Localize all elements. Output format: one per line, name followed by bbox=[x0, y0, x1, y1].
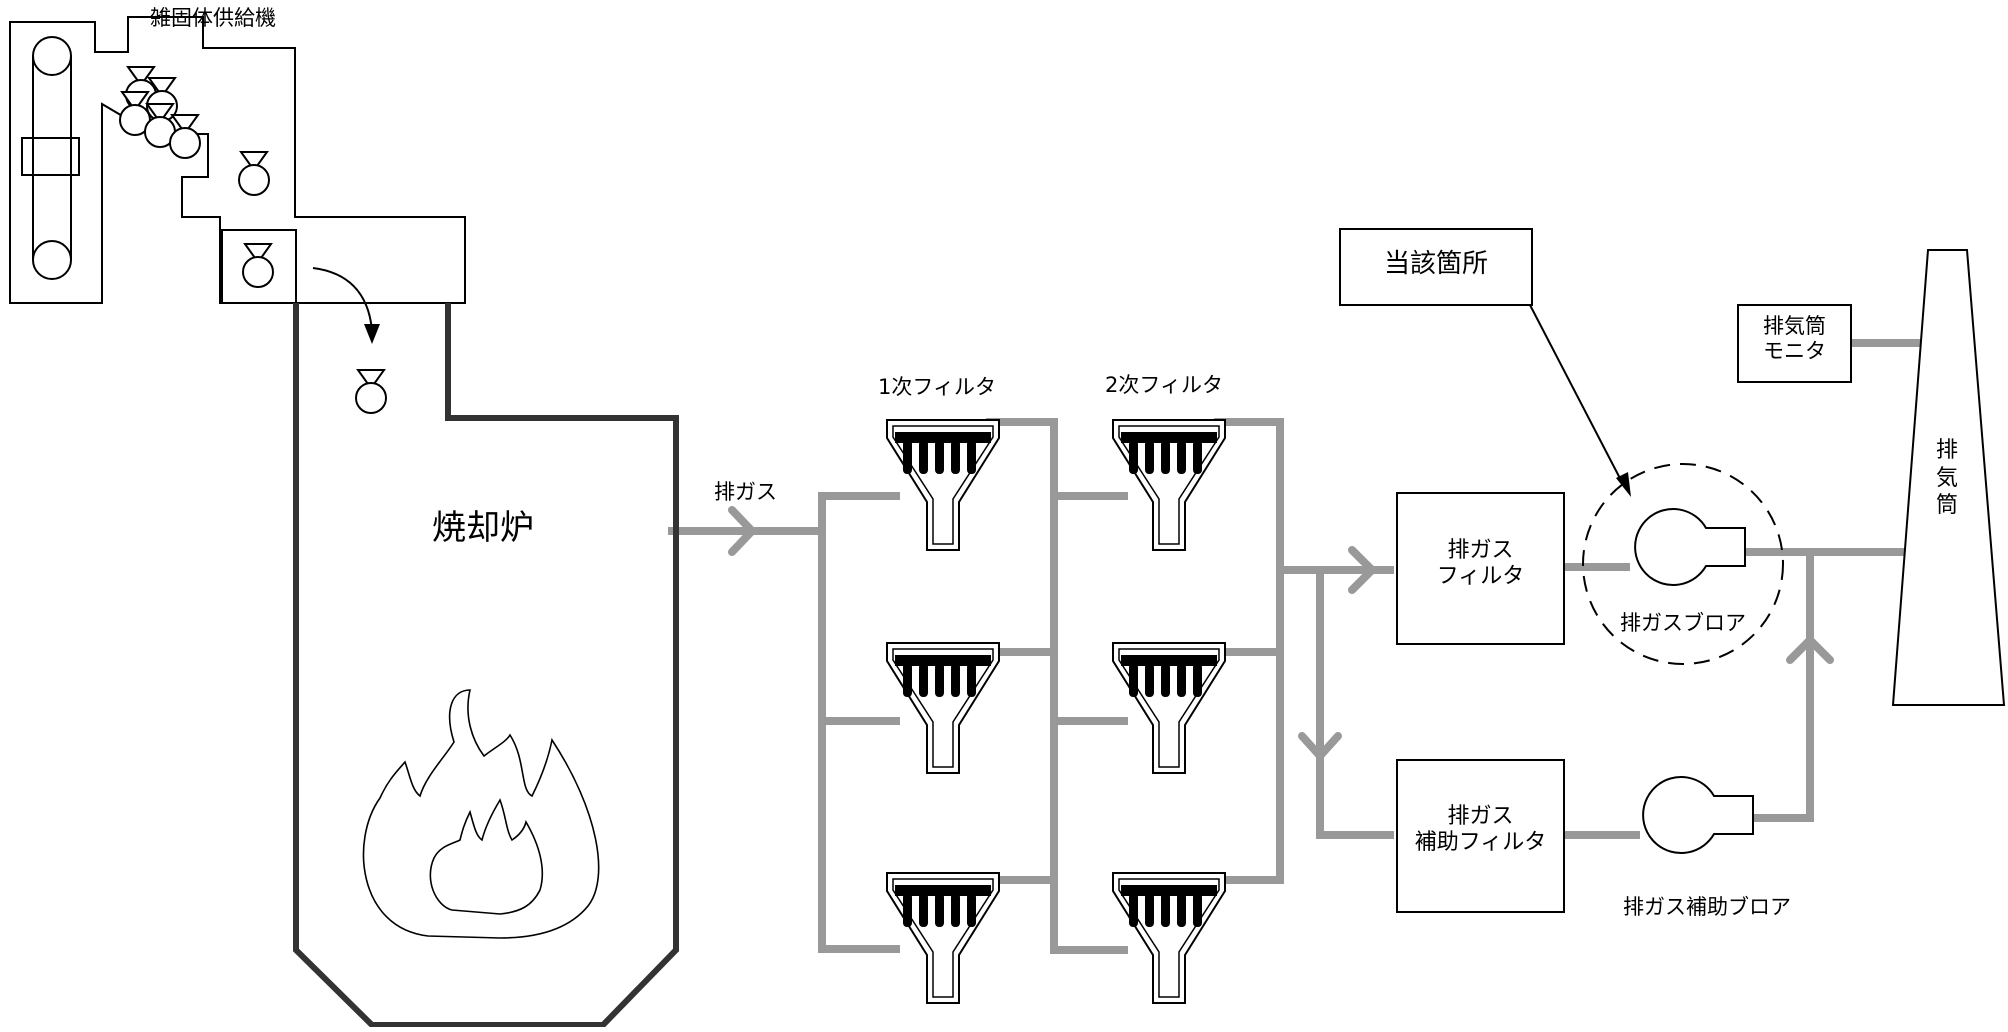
stack-monitor-box bbox=[1737, 304, 1852, 383]
stack-label-char1: 排 bbox=[1935, 438, 1958, 463]
aux-blower-icon bbox=[1642, 776, 1754, 854]
stack-monitor-label-line2: モニタ bbox=[1763, 339, 1826, 364]
incinerator-body bbox=[293, 303, 679, 1028]
location-highlight-circle bbox=[1582, 463, 1784, 665]
gas-filter-box bbox=[1396, 492, 1565, 645]
aux-blower-label: 排ガス補助ブロア bbox=[1623, 895, 1791, 919]
primary-filter-label: 1次フィルタ bbox=[878, 375, 996, 399]
flow-arrow-exhaust bbox=[728, 506, 756, 556]
blower-label: 排ガスブロア bbox=[1620, 611, 1746, 635]
callout-arrowhead bbox=[1616, 472, 1631, 497]
location-callout-box bbox=[1339, 228, 1533, 306]
stack-monitor-label: 排気筒 モニタ bbox=[1738, 314, 1851, 364]
aux-filter-label: 排ガス 補助フィルタ bbox=[1397, 804, 1564, 857]
stack-label: 排 気 筒 bbox=[1930, 437, 1964, 520]
pipe-to-aux-filter bbox=[1316, 566, 1394, 839]
gas-filter-label-line1: 排ガス bbox=[1447, 538, 1514, 563]
incinerator-label: 焼却炉 bbox=[432, 508, 534, 548]
mid-manifold bbox=[986, 418, 1128, 954]
aux-filter-label-line2: 補助フィルタ bbox=[1414, 830, 1547, 856]
exhaust-gas-label: 排ガス bbox=[714, 480, 777, 504]
gas-filter-label-line2: フィルタ bbox=[1436, 564, 1525, 590]
stack-label-char2: 気 bbox=[1935, 465, 1958, 491]
stack-monitor-label-line1: 排気筒 bbox=[1763, 314, 1826, 338]
pipe-network bbox=[668, 339, 1922, 954]
drop-arrow bbox=[312, 267, 373, 331]
aux-filter-box bbox=[1396, 759, 1565, 913]
gas-filter-label: 排ガス フィルタ bbox=[1397, 538, 1564, 591]
feeder-label: 雑固体供給機 bbox=[150, 6, 276, 30]
drop-arrowhead bbox=[364, 324, 380, 344]
stack-label-char3: 筒 bbox=[1935, 493, 1958, 518]
stack-body bbox=[1891, 249, 2006, 706]
aux-filter-label-line1: 排ガス bbox=[1447, 804, 1514, 829]
callout-leader bbox=[1529, 304, 1626, 489]
blower-icon bbox=[1634, 508, 1746, 586]
location-callout-label: 当該箇所 bbox=[1383, 249, 1488, 279]
secondary-filter-label: 2次フィルタ bbox=[1105, 373, 1223, 397]
fire-icon bbox=[362, 689, 600, 939]
